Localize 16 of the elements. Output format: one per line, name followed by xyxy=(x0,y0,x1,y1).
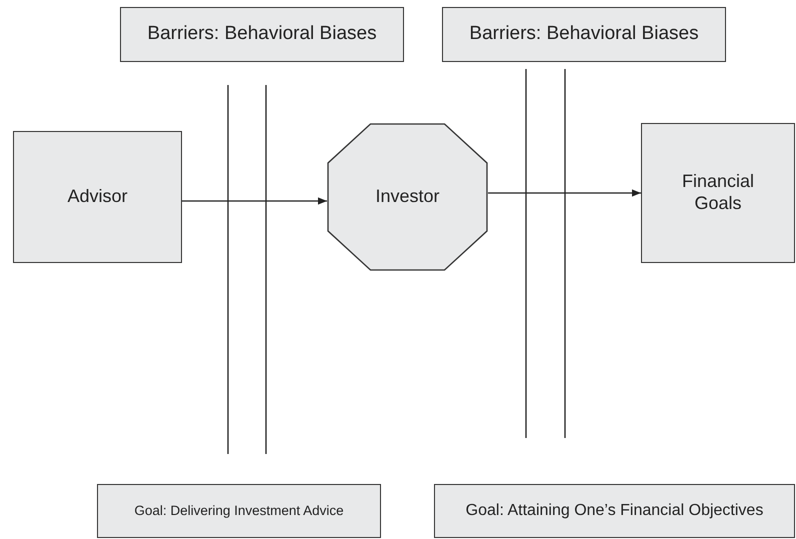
node-label: Investor xyxy=(375,186,440,208)
node-label: Goal: Delivering Investment Advice xyxy=(134,502,344,520)
goal-box xyxy=(97,484,381,538)
goal-box xyxy=(641,123,795,263)
node-label: Advisor xyxy=(67,186,128,208)
arrow xyxy=(182,197,327,205)
node-label: Barriers: Behavioral Biases xyxy=(469,23,699,46)
goal-box xyxy=(434,484,795,538)
process-box xyxy=(13,131,182,263)
node-label: Barriers: Behavioral Biases xyxy=(147,23,377,46)
arrow xyxy=(488,189,641,197)
barrier-box xyxy=(442,7,726,62)
node-label: Goal: Attaining One’s Financial Objectives xyxy=(466,501,764,521)
octagon-node xyxy=(327,123,488,271)
barrier-box xyxy=(120,7,404,62)
node-label: Financial Goals xyxy=(680,171,756,215)
